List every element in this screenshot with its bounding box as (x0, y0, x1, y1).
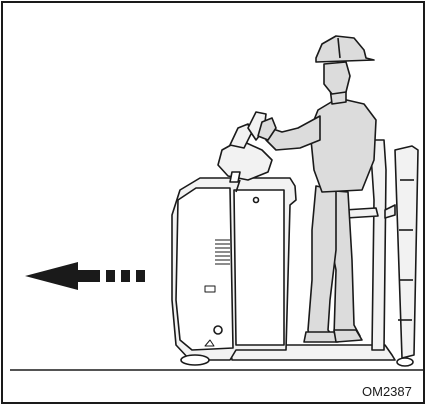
operator-torso (310, 98, 376, 192)
operator-shoe-front (304, 332, 338, 342)
operator-head (324, 62, 350, 94)
operator-shoe-back (334, 330, 362, 342)
front-panel (176, 188, 233, 350)
figure-code: OM2387 (362, 384, 412, 399)
vent-grille (215, 240, 230, 264)
drive-wheel (181, 355, 209, 365)
load-wheel (397, 358, 413, 366)
side-cover (234, 190, 284, 345)
